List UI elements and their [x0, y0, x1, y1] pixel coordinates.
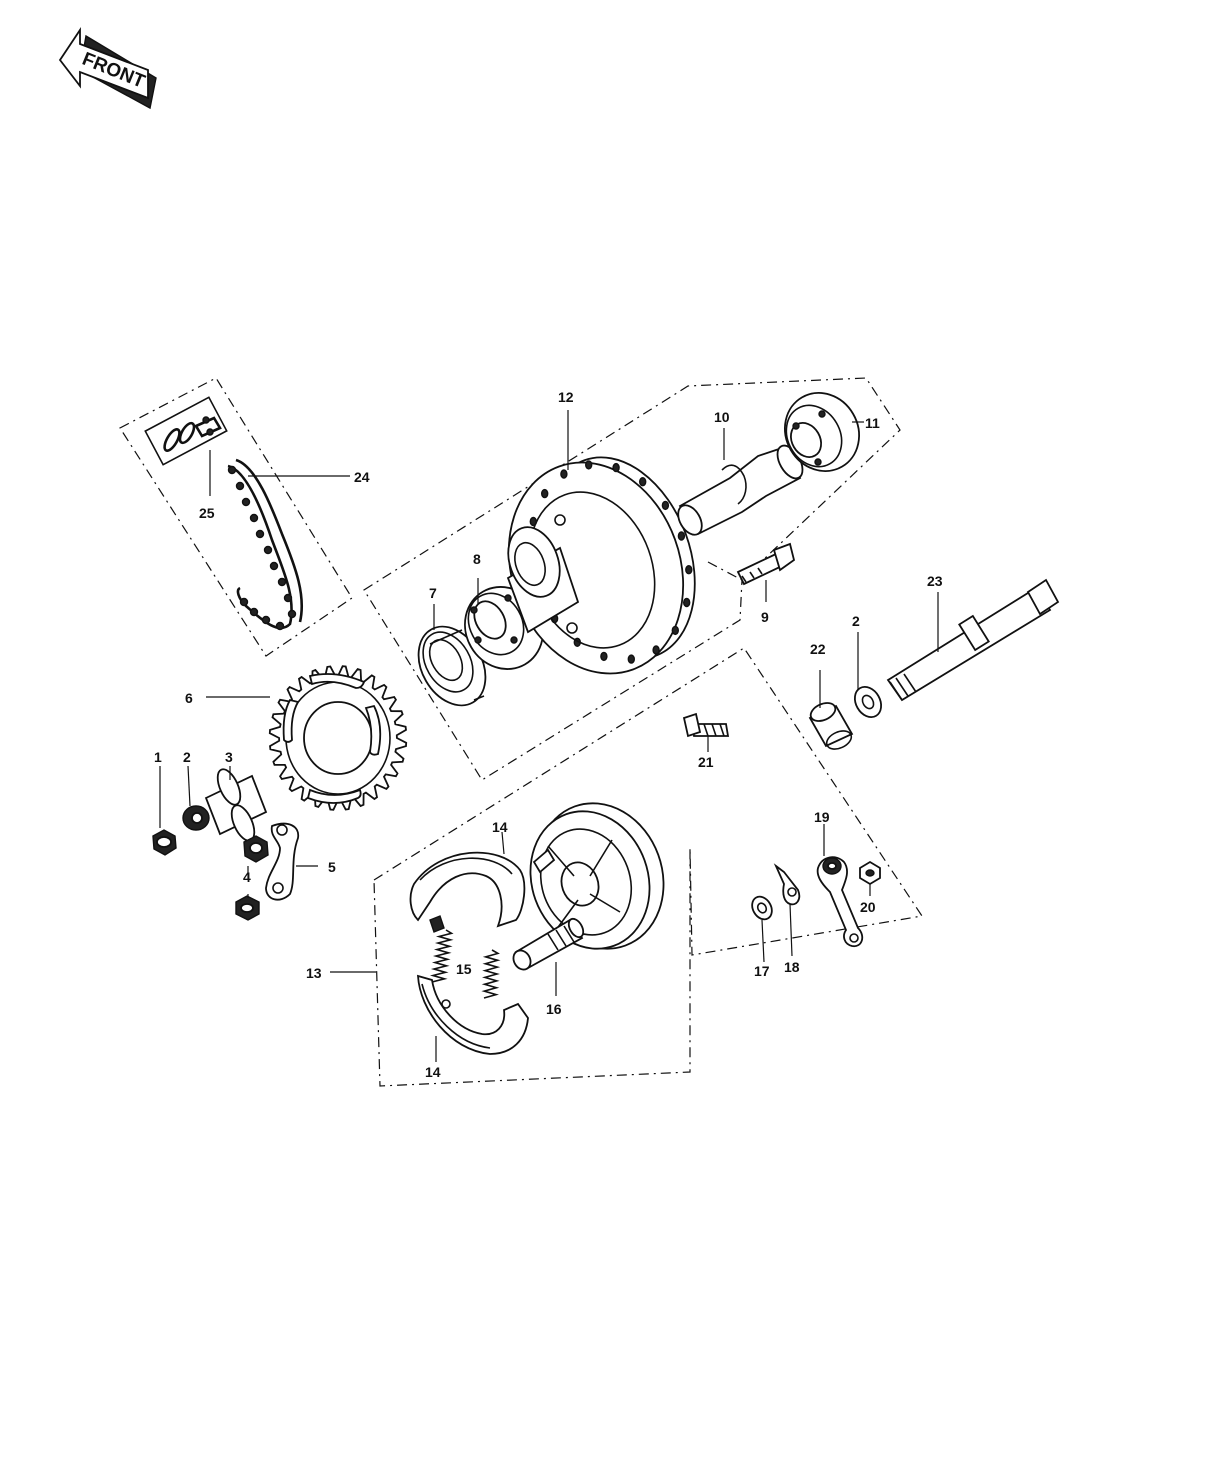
hub-spoke-hole	[639, 477, 647, 487]
hub-spoke-hole	[585, 460, 593, 470]
label-part-4: 4	[243, 869, 251, 885]
indicator-plate-part-18	[773, 863, 801, 906]
chain-roller	[241, 497, 251, 507]
label-part-9: 9	[761, 609, 769, 625]
label-part-23: 23	[927, 573, 943, 589]
label-part-5: 5	[328, 859, 336, 875]
washer-part-2	[182, 805, 210, 831]
chain-roller	[283, 593, 293, 603]
axle-part-23	[886, 578, 1060, 702]
label-part-21: 21	[698, 754, 714, 770]
collar-part-3	[204, 768, 268, 842]
nut-part-4a	[243, 835, 269, 863]
chain-roller	[249, 513, 259, 523]
hub-spoke-hole	[685, 565, 693, 575]
hub-spoke-hole	[560, 469, 568, 479]
brake-drum-panel-part-13	[529, 802, 665, 950]
label-part-8: 8	[473, 551, 481, 567]
washer-part-2b	[853, 686, 883, 718]
label-part-25: 25	[199, 505, 215, 521]
label-part-13: 13	[306, 965, 322, 981]
label-part-24: 24	[354, 469, 370, 485]
bolt-part-9	[736, 542, 796, 586]
label-part-17: 17	[754, 963, 770, 979]
chain-roller	[239, 597, 249, 607]
label-part-14b: 14	[425, 1064, 441, 1080]
nut-part-20	[859, 860, 881, 886]
spring-part-15b	[481, 949, 501, 999]
label-part-19: 19	[814, 809, 830, 825]
label-part-22: 22	[810, 641, 826, 657]
chain-roller	[261, 615, 271, 625]
label-part-6: 6	[185, 690, 193, 706]
chain-roller	[227, 465, 237, 475]
hub-spoke-hole	[612, 462, 620, 473]
collar-part-22	[808, 702, 854, 750]
hub-spoke-hole	[652, 645, 660, 655]
chain-roller	[255, 529, 265, 539]
cam-lever-part-19	[816, 856, 864, 948]
lock-plate-part-5	[265, 822, 300, 901]
nut-part-4b	[235, 895, 260, 921]
label-part-2a: 2	[183, 749, 191, 765]
washer-part-17	[751, 895, 773, 921]
nut-part-1	[152, 829, 177, 856]
chain-roller	[249, 607, 259, 617]
hub-spoke-hole	[627, 654, 635, 664]
brake-shoe-part-14b	[417, 974, 529, 1055]
label-part-3: 3	[225, 749, 233, 765]
chain-roller	[269, 561, 279, 571]
chain-roller	[263, 545, 273, 555]
label-part-14a: 14	[492, 819, 508, 835]
brake-group-box	[373, 647, 924, 1087]
part-number-labels: 1 2 3 4 5 6 7 8 9 10 11 12 13 14 14 15 1…	[154, 389, 943, 1080]
label-part-12: 12	[558, 389, 574, 405]
bolt-part-21	[682, 712, 730, 738]
spring-part-15a	[429, 929, 454, 983]
label-part-7: 7	[429, 585, 437, 601]
chain-roller	[275, 621, 285, 631]
label-part-1: 1	[154, 749, 162, 765]
leader-lines	[159, 410, 939, 1062]
label-part-15: 15	[456, 961, 472, 977]
drive-chain-part	[227, 458, 304, 631]
label-part-18: 18	[784, 959, 800, 975]
hub-spoke-hole	[600, 651, 608, 662]
label-part-10: 10	[714, 409, 730, 425]
label-part-20: 20	[860, 899, 876, 915]
hub-spoke-hole	[541, 488, 549, 499]
master-link-part	[144, 396, 228, 466]
front-arrow-badge: FRONT	[58, 27, 157, 110]
chain-group-box	[119, 377, 353, 657]
chain-roller	[235, 481, 245, 491]
hub-spoke-hole	[677, 531, 686, 541]
bearing-part-11	[784, 392, 860, 472]
hub-group-box-tail	[707, 561, 743, 581]
label-part-16: 16	[546, 1001, 562, 1017]
rear-hub-part-12	[506, 456, 696, 675]
chain-roller	[277, 577, 287, 587]
spacer-part-10	[677, 444, 804, 536]
hub-spoke-hole	[671, 625, 679, 636]
chain-roller	[287, 609, 297, 619]
rear-sprocket-part	[268, 665, 408, 811]
hub-group-box	[363, 377, 901, 781]
label-part-2b: 2	[852, 613, 860, 629]
hub-spoke-hole	[683, 597, 691, 608]
label-part-11: 11	[865, 415, 880, 431]
camshaft-part-16	[512, 917, 585, 971]
hub-spoke-hole	[661, 500, 670, 511]
brake-shoe-part-14a	[409, 851, 526, 933]
